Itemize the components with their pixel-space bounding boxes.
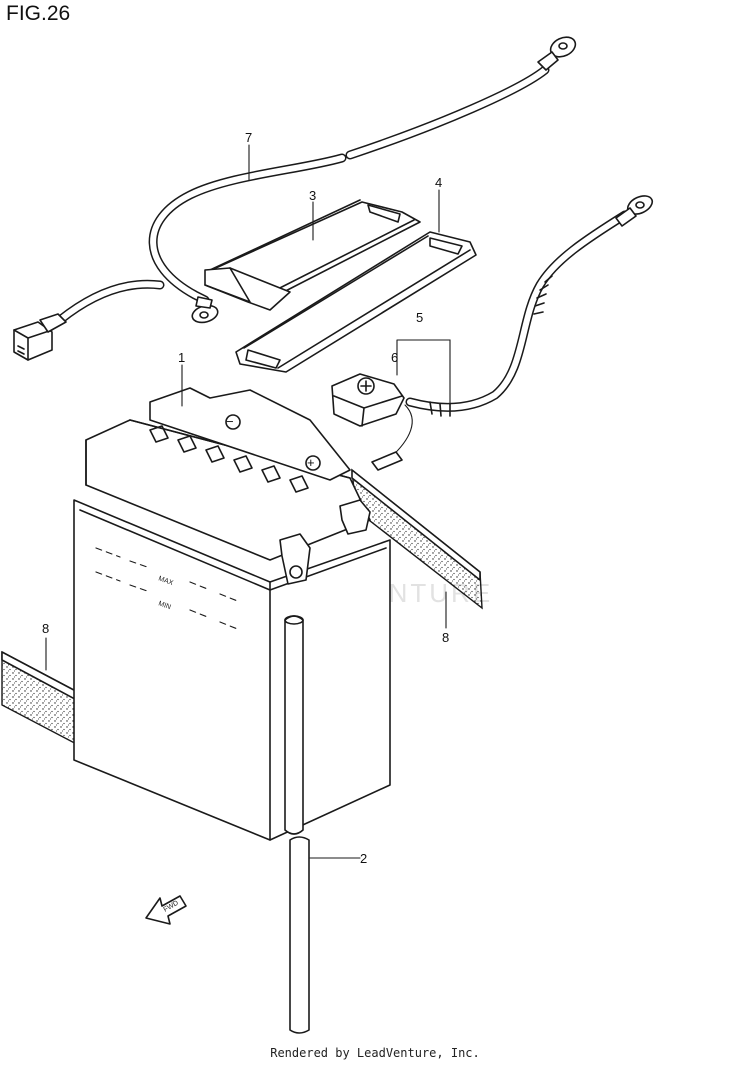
breather-hose[interactable] — [284, 615, 310, 1034]
callout-1: 1 — [178, 350, 185, 365]
svg-text:+: + — [307, 455, 315, 470]
svg-text:MIN: MIN — [157, 600, 171, 611]
callout-2: 2 — [360, 851, 367, 866]
svg-text:MAX: MAX — [157, 575, 174, 587]
negative-cable[interactable] — [13, 33, 579, 361]
figure-title: FIG.26 — [6, 2, 71, 25]
callout-8-right: 8 — [442, 630, 449, 645]
callout-5: 5 — [416, 310, 423, 325]
footer-credit: Rendered by LeadVenture, Inc. — [270, 1046, 480, 1060]
battery-band-lower[interactable] — [235, 231, 477, 373]
callout-labels: 7 3 4 5 6 1 8 8 2 — [42, 130, 449, 866]
callout-leaders — [45, 144, 451, 859]
callout-3: 3 — [309, 188, 316, 203]
battery[interactable]: MAX MIN − + — [73, 387, 391, 841]
svg-text:−: − — [226, 414, 234, 429]
battery-cushion-right[interactable] — [351, 468, 483, 610]
callout-8-left: 8 — [42, 621, 49, 636]
callout-7: 7 — [245, 130, 252, 145]
fwd-arrow-icon: FWD — [145, 895, 187, 925]
positive-cable[interactable] — [331, 192, 655, 471]
callout-4: 4 — [435, 175, 442, 190]
callout-6: 6 — [391, 350, 398, 365]
battery-band[interactable] — [204, 199, 421, 311]
